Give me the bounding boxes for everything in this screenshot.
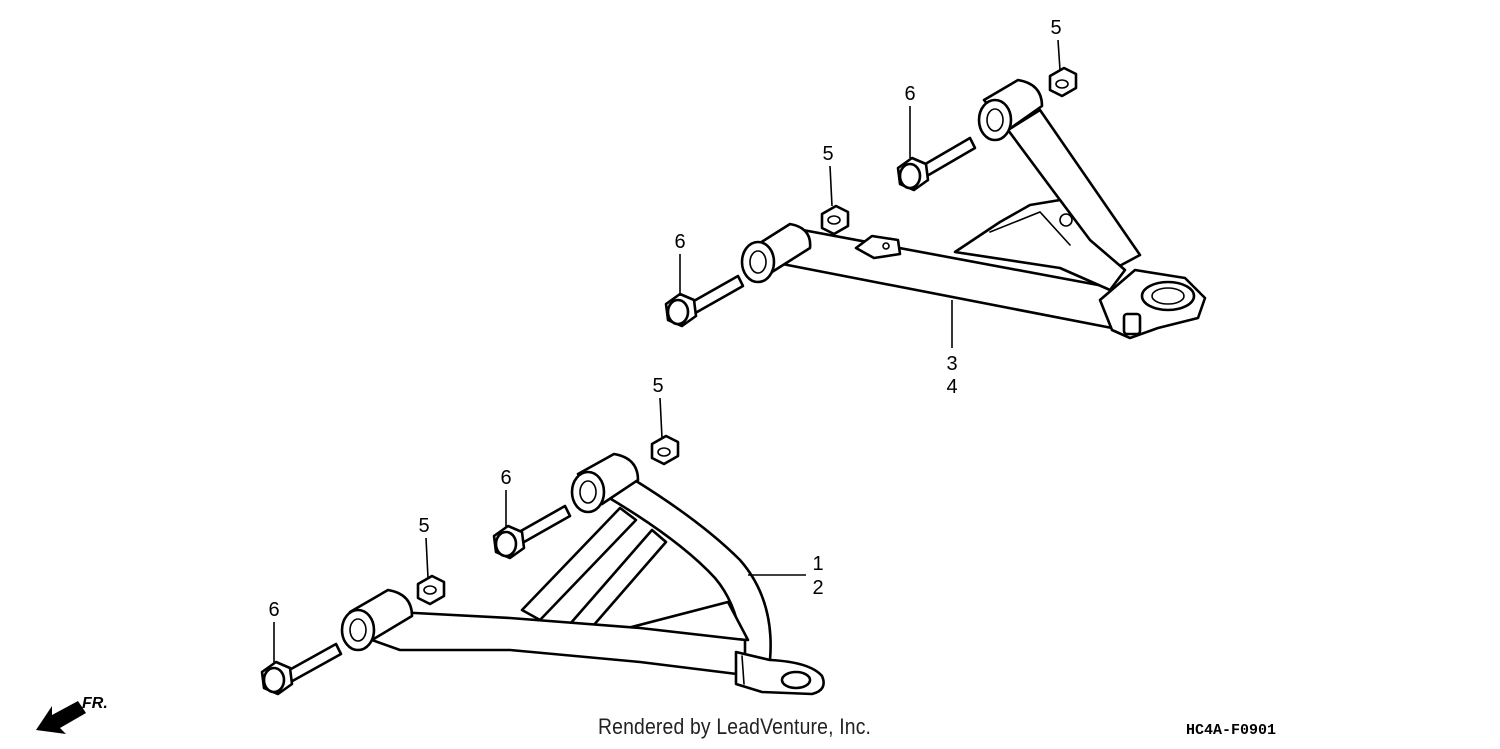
lower-nut-mid[interactable] (416, 574, 446, 606)
upper-nut-top[interactable] (1048, 66, 1078, 98)
render-credit: Rendered by LeadVenture, Inc. (598, 714, 872, 739)
upper-nut-mid[interactable] (820, 204, 850, 236)
lower-bolt-left[interactable] (260, 642, 343, 696)
callout-lower-nut-mid: 5 (418, 515, 429, 537)
callout-upper-nut-top: 5 (1050, 17, 1061, 39)
callout-upper-arm-a: 3 (946, 353, 957, 375)
lower-bolt-top[interactable] (492, 504, 572, 560)
callout-upper-nut-mid: 5 (822, 143, 833, 165)
upper-bolt-top[interactable] (896, 136, 977, 192)
upper-arm[interactable] (740, 78, 1207, 340)
diagram-code: HC4A-F0901 (1186, 722, 1277, 739)
callout-lower-bolt-top: 6 (500, 467, 511, 489)
callout-lower-arm-b: 2 (812, 577, 823, 599)
lower-arm[interactable] (340, 452, 825, 696)
callout-upper-bolt-top: 6 (904, 83, 915, 105)
lower-nut-top[interactable] (650, 434, 680, 466)
callout-lower-nut-top: 5 (652, 375, 663, 397)
callout-upper-bolt-left: 6 (674, 231, 685, 253)
callout-lower-arm-a: 1 (812, 553, 823, 575)
callout-lower-bolt-left: 6 (268, 599, 279, 621)
direction-label: FR. (82, 695, 108, 712)
callout-upper-arm-b: 4 (946, 376, 957, 398)
upper-bolt-left[interactable] (664, 274, 745, 328)
front-direction-arrow-icon: FR. (36, 695, 108, 734)
